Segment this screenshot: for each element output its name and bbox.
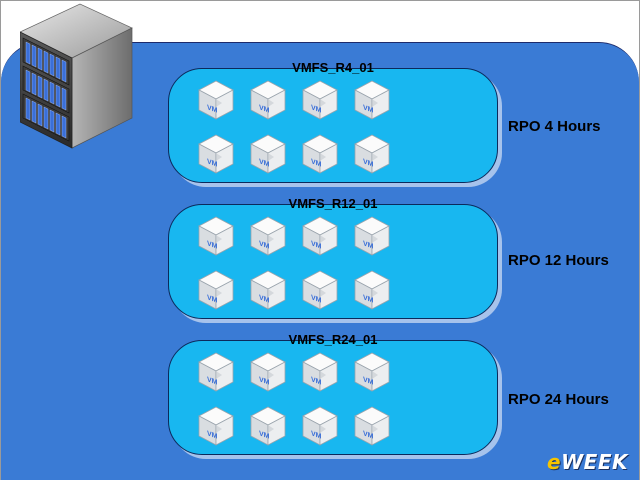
vm-cube-icon: VM: [354, 406, 390, 446]
vm-cube-icon: VM: [250, 216, 286, 256]
vm-label: VM: [207, 293, 218, 304]
datastore-panel: VMFS_R4_01 VM VM VM VM VM VM VM VM: [168, 60, 498, 183]
vm-group: VM VM VM VM VM VM VM VM: [197, 79, 391, 175]
vm-cube-icon: VM: [198, 352, 234, 392]
vm-cube-icon: VM: [302, 134, 338, 174]
vm-label: VM: [363, 103, 374, 114]
vm-cube-icon: VM: [250, 270, 286, 310]
logo-text: WEEK: [561, 450, 628, 474]
vm-label: VM: [311, 103, 322, 114]
vm-cube-icon: VM: [354, 216, 390, 256]
vm-group: VM VM VM VM VM VM VM VM: [197, 215, 391, 311]
datastore-panel: VMFS_R12_01 VM VM VM VM VM VM VM VM: [168, 196, 498, 319]
vm-label: VM: [363, 375, 374, 386]
vm-label: VM: [259, 293, 270, 304]
vm-cube-icon: VM: [250, 406, 286, 446]
vm-cube-icon: VM: [198, 270, 234, 310]
vm-label: VM: [259, 375, 270, 386]
rpo-label: RPO 4 Hours: [508, 118, 601, 135]
datastore-label: VMFS_R24_01: [288, 332, 378, 347]
server-rack-icon: [20, 3, 133, 149]
vm-cube-icon: VM: [302, 80, 338, 120]
vm-group: VM VM VM VM VM VM VM VM: [197, 351, 391, 447]
vm-cube-icon: VM: [250, 134, 286, 174]
vm-cube-icon: VM: [354, 134, 390, 174]
vm-label: VM: [311, 157, 322, 168]
vm-cube-icon: VM: [198, 80, 234, 120]
vm-cube-icon: VM: [354, 80, 390, 120]
vm-label: VM: [363, 157, 374, 168]
vm-label: VM: [259, 157, 270, 168]
vm-label: VM: [311, 293, 322, 304]
vm-label: VM: [259, 429, 270, 440]
vm-label: VM: [207, 103, 218, 114]
datastore-panel: VMFS_R24_01 VM VM VM VM VM VM VM VM: [168, 332, 498, 455]
vm-cube-icon: VM: [302, 352, 338, 392]
vm-label: VM: [363, 429, 374, 440]
vm-label: VM: [363, 293, 374, 304]
vm-cube-icon: VM: [250, 80, 286, 120]
vm-cube-icon: VM: [354, 270, 390, 310]
vm-cube-icon: VM: [302, 270, 338, 310]
vm-label: VM: [311, 429, 322, 440]
vm-cube-icon: VM: [198, 134, 234, 174]
eweek-logo: eWEEK: [547, 450, 628, 474]
vm-cube-icon: VM: [198, 216, 234, 256]
vm-label: VM: [311, 239, 322, 250]
vm-label: VM: [259, 239, 270, 250]
vm-cube-icon: VM: [250, 352, 286, 392]
rpo-label: RPO 12 Hours: [508, 252, 609, 269]
vm-label: VM: [311, 375, 322, 386]
vm-label: VM: [207, 375, 218, 386]
logo-prefix: e: [547, 450, 562, 474]
vm-cube-icon: VM: [302, 216, 338, 256]
rpo-label: RPO 24 Hours: [508, 391, 609, 408]
datastore-label: VMFS_R12_01: [288, 196, 378, 211]
vm-label: VM: [207, 239, 218, 250]
vm-cube-icon: VM: [354, 352, 390, 392]
vm-label: VM: [363, 239, 374, 250]
datastore-label: VMFS_R4_01: [292, 60, 374, 75]
vm-label: VM: [207, 157, 218, 168]
vm-cube-icon: VM: [198, 406, 234, 446]
vm-label: VM: [259, 103, 270, 114]
vm-label: VM: [207, 429, 218, 440]
vm-cube-icon: VM: [302, 406, 338, 446]
